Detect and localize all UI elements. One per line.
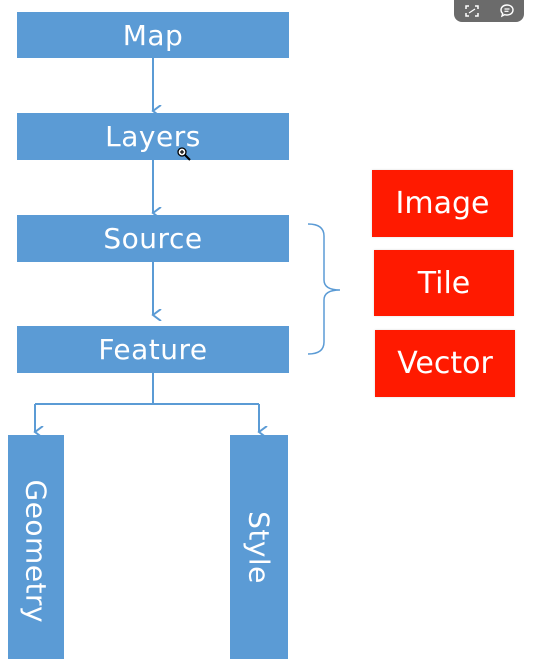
source-type-vector: Vector xyxy=(375,330,515,397)
layers-box: Layers xyxy=(17,113,289,160)
source-type-tile: Tile xyxy=(374,250,514,316)
fullscreen-icon xyxy=(464,5,479,17)
style-box: Style xyxy=(230,435,288,659)
comment-icon xyxy=(499,4,514,18)
style-label: Style xyxy=(242,511,276,584)
zoom-cursor-icon xyxy=(177,147,191,161)
source-box: Source xyxy=(17,215,289,262)
feature-label: Feature xyxy=(98,333,208,366)
layers-label: Layers xyxy=(105,120,201,153)
source-type-image: Image xyxy=(372,170,513,237)
source-label: Source xyxy=(103,222,203,255)
feature-box: Feature xyxy=(17,326,289,373)
fullscreen-button[interactable] xyxy=(461,2,483,20)
comment-button[interactable] xyxy=(496,2,518,20)
source-type-image-label: Image xyxy=(395,186,490,221)
source-type-vector-label: Vector xyxy=(397,346,493,381)
geometry-box: Geometry xyxy=(8,435,64,659)
source-type-tile-label: Tile xyxy=(417,265,471,301)
map-label: Map xyxy=(122,18,184,52)
geometry-label: Geometry xyxy=(19,479,53,624)
map-box: Map xyxy=(17,12,289,58)
source-bracket xyxy=(307,223,341,355)
video-toolbar xyxy=(454,0,524,22)
